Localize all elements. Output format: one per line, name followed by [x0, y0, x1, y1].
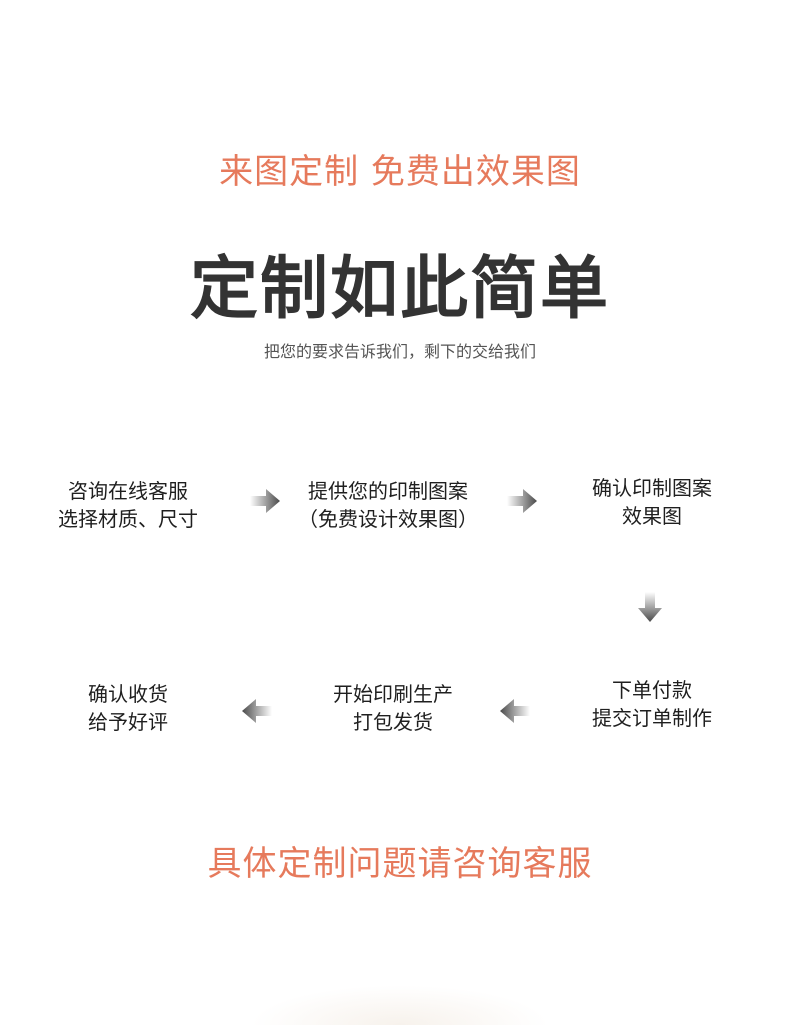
step-consult-service: 咨询在线客服 选择材质、尺寸 [28, 477, 228, 533]
step-provide-design: 提供您的印制图案 （免费设计效果图） [283, 477, 493, 533]
arrow-right-icon [248, 484, 282, 518]
step-line: 确认印制图案 [592, 476, 712, 500]
arrow-down-icon [633, 590, 667, 624]
step-confirm-receipt: 确认收货 给予好评 [28, 680, 228, 736]
step-line: 开始印刷生产 [333, 682, 453, 706]
step-line: 给予好评 [88, 710, 168, 734]
step-line: 咨询在线客服 [68, 479, 188, 503]
page-title: 定制如此简单 [189, 250, 610, 329]
step-confirm-design: 确认印制图案 效果图 [552, 474, 752, 530]
step-line: 选择材质、尺寸 [58, 507, 198, 531]
step-line: 提供您的印制图案 [308, 479, 468, 503]
step-line: 下单付款 [612, 678, 692, 702]
bottom-decoration [250, 985, 550, 1025]
arrow-right-icon [505, 484, 539, 518]
arrow-left-icon [240, 694, 274, 728]
top-banner: 来图定制 免费出效果图 [219, 152, 581, 192]
step-line: 效果图 [622, 504, 682, 528]
step-line: （免费设计效果图） [298, 507, 478, 531]
page-subtitle: 把您的要求告诉我们，剩下的交给我们 [263, 342, 536, 361]
step-line: 确认收货 [88, 682, 168, 706]
step-line: 打包发货 [353, 710, 433, 734]
bottom-banner: 具体定制问题请咨询客服 [207, 844, 593, 884]
arrow-left-icon [498, 694, 532, 728]
step-place-order: 下单付款 提交订单制作 [552, 676, 752, 732]
step-line: 提交订单制作 [592, 706, 712, 730]
step-production: 开始印刷生产 打包发货 [293, 680, 493, 736]
